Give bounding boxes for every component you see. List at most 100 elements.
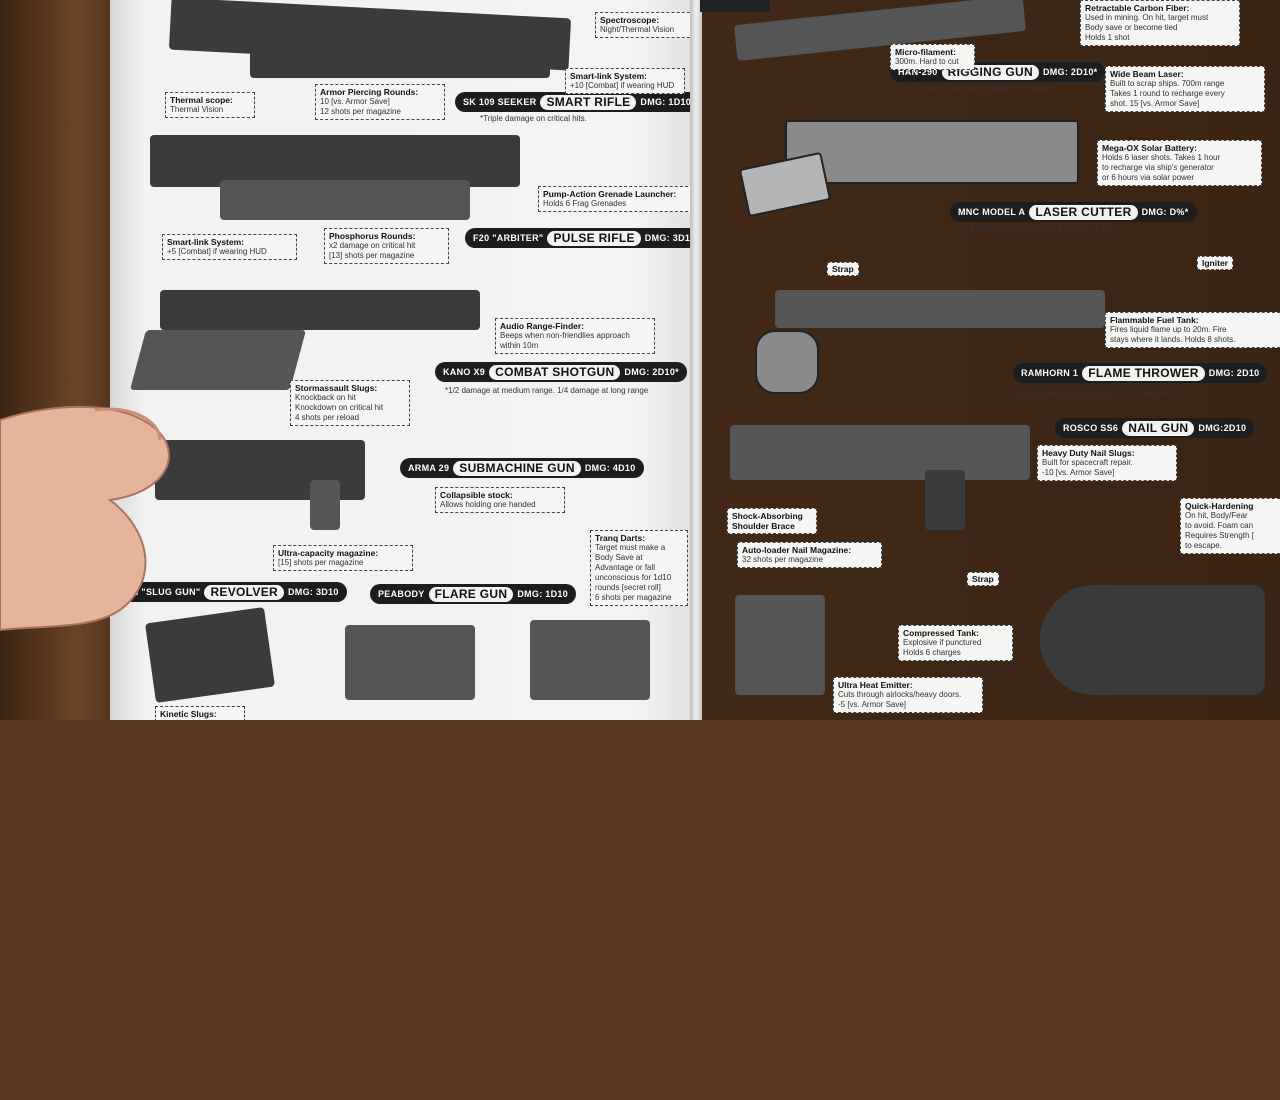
- weapon-damage: DMG: 1D10: [640, 97, 692, 107]
- callout-audio-range: Audio Range-Finder: Beeps when non-frien…: [495, 318, 655, 354]
- weapon-model: MNC MODEL A: [958, 207, 1026, 217]
- callout-line: Holds 1 shot: [1085, 33, 1130, 42]
- callout-igniter: Igniter: [1197, 256, 1233, 270]
- callout-line: Requires Strength [: [1185, 531, 1254, 540]
- weapon-footnote: *1/2 damage at medium range. 1/4 damage …: [445, 386, 649, 395]
- callout-tranq-darts: Tranq Darts: Target must make a Body Sav…: [590, 530, 688, 606]
- callout-strap-bottom: Strap: [967, 572, 999, 586]
- callout-line: +5 [Combat] if wearing HUD: [167, 247, 267, 256]
- callout-pump-action: Pump-Action Grenade Launcher: Holds 6 Fr…: [538, 186, 693, 212]
- weapon-model: KANO X9: [443, 367, 486, 377]
- callout-ultra-heat: Ultra Heat Emitter: Cuts through airlock…: [833, 677, 983, 713]
- callout-line: x2 damage on critical hit: [329, 241, 416, 250]
- hand-thumb: [0, 405, 170, 632]
- weapon-footnote: *or 1 MDMG if firing against a vehicle o…: [957, 224, 1116, 233]
- weapon-name: COMBAT SHOTGUN: [489, 364, 621, 380]
- callout-line: 300m. Hard to cut: [895, 57, 959, 66]
- nail-gun-magazine: [925, 470, 965, 530]
- callout-title: Pump-Action Grenade Launcher:: [543, 189, 677, 199]
- callout-spectroscope: Spectroscope: Night/Thermal Vision: [595, 12, 695, 38]
- callout-title: Auto-loader Nail Magazine:: [742, 545, 852, 555]
- callout-line: -10 [vs. Armor Save]: [1042, 468, 1115, 477]
- callout-line: Used in mining. On hit, target must: [1085, 13, 1209, 22]
- callout-line: to escape.: [1185, 541, 1222, 550]
- flare-gun-illustration: [345, 625, 475, 700]
- callout-line: Holds 6 Frag Grenades: [543, 199, 627, 208]
- weapon-model: FN "SLUG GUN": [126, 587, 201, 597]
- weapon-footnote: *1d10 dmg if harpoon is pulled out of ta…: [900, 84, 1053, 93]
- callout-line: rounds [secret roll]: [595, 583, 661, 592]
- weapon-tag-nail-gun: ROSCO SS6 NAIL GUN DMG:2D10: [1055, 418, 1255, 438]
- callout-line: Advantage or fall: [595, 563, 656, 572]
- callout-mega-ox: Mega-OX Solar Battery: Holds 6 laser sho…: [1097, 140, 1262, 186]
- weapon-damage: DMG: 1D10: [517, 589, 569, 599]
- weapon-name: REVOLVER: [204, 584, 284, 600]
- right-page: HAN-290 RIGGING GUN DMG: 2D10* *1d10 dmg…: [695, 0, 1280, 720]
- callout-title: Heavy Duty Nail Slugs:: [1042, 448, 1135, 458]
- laser-cutter-frame: [738, 151, 832, 218]
- foam-gun-illustration: [1040, 585, 1265, 695]
- callout-title: Ultra Heat Emitter:: [838, 680, 913, 690]
- callout-line: Built to scrap ships. 700m range: [1110, 79, 1225, 88]
- flame-thrower-illustration: [775, 290, 1105, 328]
- callout-title: Quick-Hardening: [1185, 501, 1254, 511]
- callout-line: Holds 6 laser shots. Takes 1 hour: [1102, 153, 1221, 162]
- weapon-footnote: *Triple damage on critical hits.: [480, 114, 587, 123]
- weapon-name: LASER CUTTER: [1029, 204, 1138, 220]
- weapon-model: RAMHORN 1: [1021, 368, 1079, 378]
- callout-line: -5 [vs. Armor Save]: [838, 700, 907, 709]
- weapon-damage: DMG: 2D10*: [1042, 67, 1098, 77]
- callout-smartlink-top: Smart-link System: +10 [Combat] if weari…: [565, 68, 685, 94]
- callout-title: Shock-Absorbing Shoulder Brace: [732, 511, 803, 531]
- callout-title: Kinetic Slugs:: [160, 709, 217, 719]
- callout-title: Armor Piercing Rounds:: [320, 87, 419, 97]
- callout-line: [13] shots per magazine: [329, 251, 415, 260]
- flame-thrower-tank: [755, 330, 819, 394]
- callout-heavy-duty: Heavy Duty Nail Slugs: Built for spacecr…: [1037, 445, 1177, 481]
- combat-shotgun-illustration: [160, 290, 480, 330]
- callout-title: Flammable Fuel Tank:: [1110, 315, 1199, 325]
- callout-kinetic: Kinetic Slugs:: [155, 706, 245, 720]
- callout-auto-loader: Auto-loader Nail Magazine: 32 shots per …: [737, 542, 882, 568]
- callout-title: Audio Range-Finder:: [500, 321, 585, 331]
- submachine-gun-magazine: [310, 480, 340, 530]
- tranq-pistol-illustration: [530, 620, 650, 700]
- laser-cutter-illustration: [785, 120, 1079, 184]
- callout-armor-piercing: Armor Piercing Rounds: 10 [vs. Armor Sav…: [315, 84, 445, 120]
- callout-title: Spectroscope:: [600, 15, 660, 25]
- callout-line: Body Save at: [595, 553, 643, 562]
- callout-line: Knockback on hit: [295, 393, 356, 402]
- callout-line: Night/Thermal Vision: [600, 25, 675, 34]
- callout-compressed-tank: Compressed Tank: Explosive if punctured …: [898, 625, 1013, 661]
- callout-stormassault: Stormassault Slugs: Knockback on hit Kno…: [290, 380, 410, 426]
- callout-title: Ultra-capacity magazine:: [278, 548, 379, 558]
- callout-line: 12 shots per magazine: [320, 107, 401, 116]
- heat-emitter-illustration: [735, 595, 825, 695]
- callout-title: Thermal scope:: [170, 95, 233, 105]
- pulse-rifle-illustration: [150, 135, 520, 187]
- callout-title: Compressed Tank:: [903, 628, 979, 638]
- callout-title: Wide Beam Laser:: [1110, 69, 1184, 79]
- weapon-tag-laser-cutter: MNC MODEL A LASER CUTTER DMG: D%*: [950, 202, 1197, 222]
- weapon-damage: DMG: 2D10: [1208, 368, 1260, 378]
- callout-line: Allows holding one handed: [440, 500, 536, 509]
- callout-title: Stormassault Slugs:: [295, 383, 378, 393]
- callout-micro-filament: Micro-filament: 300m. Hard to cut: [890, 44, 975, 70]
- callout-ultra-capacity: Ultra-capacity magazine: [15] shots per …: [273, 545, 413, 571]
- weapon-tag-pulse-rifle: F20 "ARBITER" PULSE RIFLE DMG: 3D10: [465, 228, 695, 248]
- callout-line: Takes 1 round to recharge every: [1110, 89, 1225, 98]
- weapon-tag-combat-shotgun: KANO X9 COMBAT SHOTGUN DMG: 2D10*: [435, 362, 687, 382]
- callout-line: shot. 15 [vs. Armor Save]: [1110, 99, 1200, 108]
- callout-line: Fires liquid flame up to 20m. Fire: [1110, 325, 1227, 334]
- callout-line: Holds 6 charges: [903, 648, 961, 657]
- smart-rifle-stock: [250, 50, 550, 78]
- callout-collapsible: Collapsible stock: Allows holding one ha…: [435, 487, 565, 513]
- weapon-model: ARMA 29: [408, 463, 450, 473]
- callout-line: or 6 hours via solar power: [1102, 173, 1195, 182]
- callout-title: Tranq Darts:: [595, 533, 646, 543]
- callout-title: Micro-filament:: [895, 47, 956, 57]
- weapon-footnote: *Body Save or be set on fire: 1d10 dmg/t…: [1017, 390, 1175, 399]
- callout-title: Smart-link System:: [167, 237, 244, 247]
- callout-wide-beam: Wide Beam Laser: Built to scrap ships. 7…: [1105, 66, 1265, 112]
- callout-shock-absorbing: Shock-Absorbing Shoulder Brace: [727, 508, 817, 534]
